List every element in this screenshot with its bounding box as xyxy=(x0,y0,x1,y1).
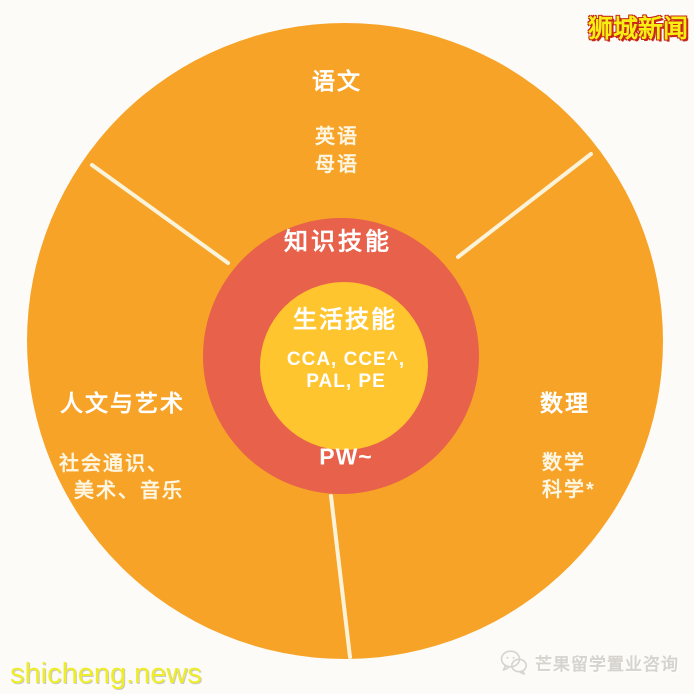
sector-right-item: 数学 xyxy=(542,452,586,474)
site-logo: 狮城新闻 xyxy=(588,15,689,43)
credit-label: 芒果留学置业咨询 xyxy=(535,655,679,674)
inner-circle-line: CCA, CCE^, xyxy=(286,349,406,370)
wechat-icon xyxy=(500,650,527,675)
sector-left-item: 社会通识、 xyxy=(59,453,169,475)
sector-top-item: 母语 xyxy=(315,154,359,176)
sector-top-title: 语文 xyxy=(312,68,362,94)
inner-circle-title: 生活技能 xyxy=(293,306,397,334)
site-watermark: shicheng.news xyxy=(10,658,202,690)
source-credit: 芒果留学置业咨询 xyxy=(499,649,679,676)
inner-circle-line: PAL, PE xyxy=(306,371,386,392)
sector-right-item: 科学* xyxy=(542,479,596,501)
sector-left-item: 美术、音乐 xyxy=(74,480,184,502)
sector-top-item: 英语 xyxy=(315,126,359,148)
middle-ring-bottom-label: PW~ xyxy=(319,443,373,470)
inner-circle xyxy=(260,282,428,450)
sector-right-title: 数理 xyxy=(540,390,590,416)
middle-ring-title: 知识技能 xyxy=(284,228,392,256)
sector-left-title: 人文与艺术 xyxy=(60,390,185,416)
